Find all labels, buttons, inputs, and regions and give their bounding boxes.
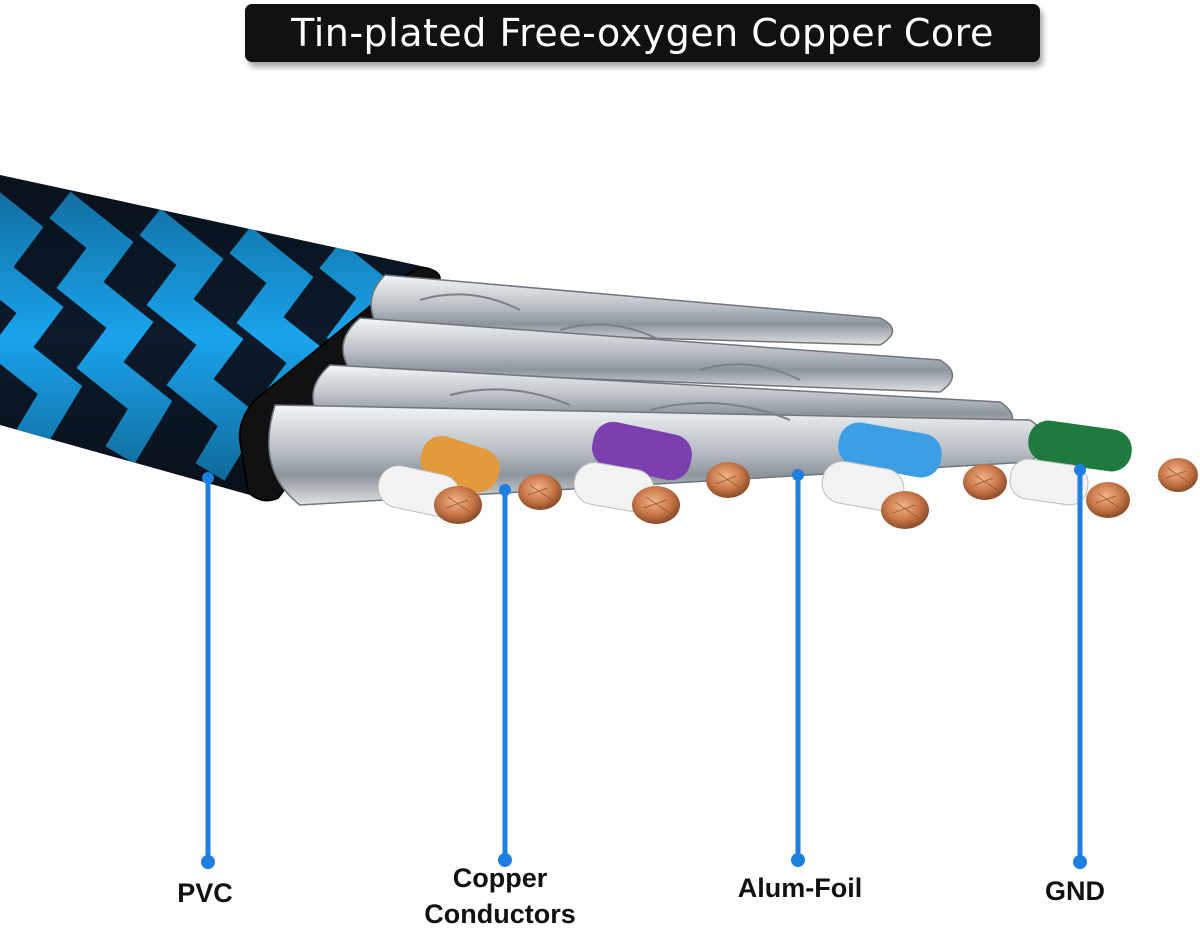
callout-line-pvc <box>201 472 215 869</box>
callout-line-copper <box>498 484 512 867</box>
label-copper-line2: Conductors <box>424 899 576 929</box>
label-gnd: GND <box>1045 876 1105 906</box>
insulated-conductors <box>377 420 1132 517</box>
copper-conductor-ends <box>434 458 1198 529</box>
title-text: Tin-plated Free-oxygen Copper Core <box>291 11 994 55</box>
callout-line-foil <box>791 469 805 867</box>
title-banner: Tin-plated Free-oxygen Copper Core <box>245 4 1040 62</box>
callout-line-gnd <box>1073 464 1087 869</box>
callout-lines <box>201 464 1087 869</box>
label-copper-conductors: Copper Conductors <box>380 860 620 931</box>
label-pvc: PVC <box>177 878 233 908</box>
label-alum-foil: Alum-Foil <box>737 873 863 903</box>
label-copper-line1: Copper <box>452 863 548 893</box>
